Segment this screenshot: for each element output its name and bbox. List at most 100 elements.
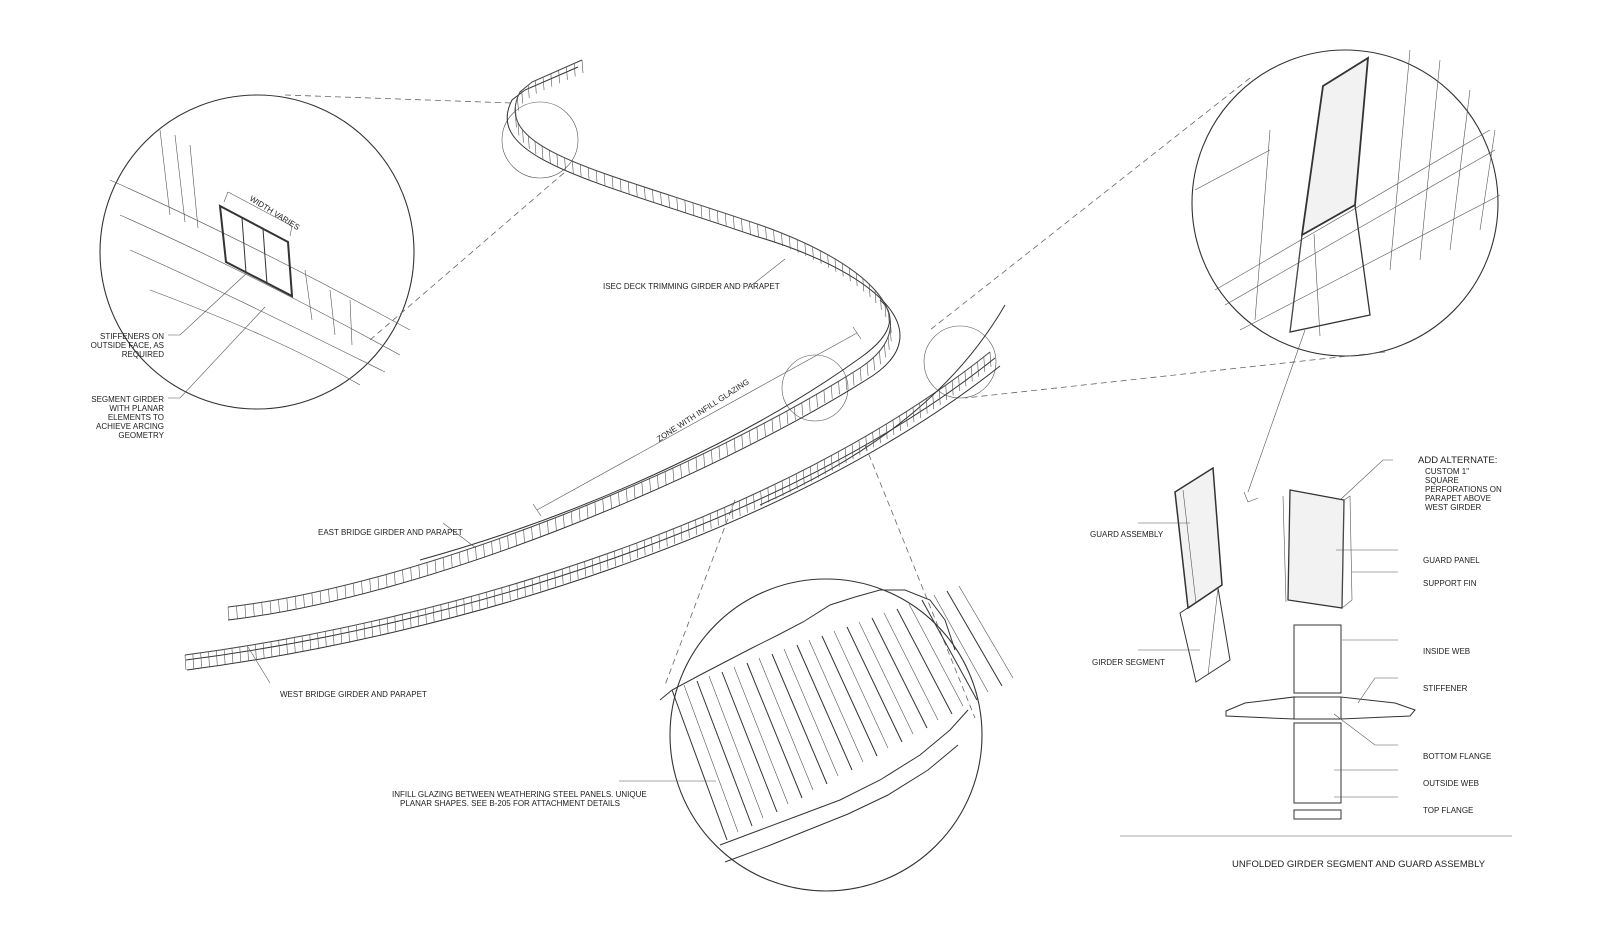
unfolded-assembly-title: UNFOLDED GIRDER SEGMENT AND GUARD ASSEMB… [1232, 859, 1486, 870]
east-parapet-panel [521, 90, 523, 104]
west-parapet-panel [591, 558, 594, 574]
girder-segment-part [1179, 587, 1231, 683]
east-parapet-panel [286, 597, 289, 611]
east-parapet-panel [549, 150, 551, 164]
unfolded-girder-segment [1225, 624, 1416, 820]
west-parapet-panel [509, 585, 511, 601]
glazing-panel-edge [683, 684, 739, 833]
guard-assembly-part [1174, 466, 1223, 610]
west-parapet-panel [837, 451, 840, 467]
east-parapet-panel [633, 485, 636, 499]
east-parapet-panel [586, 505, 589, 519]
east-parapet-panel [888, 311, 890, 325]
east-parapet-panel [278, 599, 280, 613]
west-parapet-panel [478, 594, 481, 610]
east-parapet-panel [336, 587, 339, 601]
east-parapet-panel [773, 229, 775, 243]
east-parapet-panel [344, 585, 347, 599]
east-parapet-panel [534, 141, 537, 155]
east-parapet-panel [660, 192, 662, 206]
west-bridge-girder-label: WEST BRIDGE GIRDER AND PARAPET [280, 690, 427, 699]
west-parapet-panel [731, 504, 734, 520]
glazing-panel-edge [871, 617, 928, 729]
east-parapet-panel [426, 562, 429, 576]
west-parapet-panel [865, 436, 868, 452]
east-parapet-panel [579, 164, 582, 178]
west-parapet-panel [379, 619, 381, 635]
west-parapet-panel [824, 459, 826, 475]
west-parapet-panel [932, 394, 935, 410]
west-parapet-panel [278, 640, 281, 656]
glazing-panel-edge [783, 648, 839, 777]
west-parapet-panel [844, 447, 847, 463]
east-parapet-panel [884, 303, 887, 318]
west-bridge-girder [184, 304, 1006, 671]
west-parapet-panel [958, 375, 960, 392]
east-parapet-panel [594, 501, 597, 515]
west-parapet-panel [717, 510, 719, 526]
west-parapet-panel [255, 644, 257, 660]
east-parapet-panel [880, 296, 882, 310]
west-parapet-panels [184, 351, 992, 671]
west-parapet-panel [788, 477, 791, 493]
west-parapet-panel [332, 629, 335, 645]
west-parapet-panel [417, 610, 420, 626]
east-parapet-panel [531, 526, 533, 540]
east-parapet-panel [641, 481, 644, 496]
east-parapet-panel [801, 402, 804, 416]
west-parapet-panel [879, 428, 881, 444]
west-parapet-panel [516, 583, 519, 599]
alternate-note-line5: WEST GIRDER [1425, 503, 1482, 512]
west-parapet-panel [348, 626, 350, 642]
east-parapet-panel [692, 202, 695, 216]
east-parapet-panel [619, 178, 622, 193]
outside-web-label: OUTSIDE WEB [1423, 779, 1479, 788]
east-parapet-panel [385, 574, 388, 588]
east-parapet-panel [724, 213, 727, 227]
west-parapet-panel [738, 500, 741, 516]
east-parapet-panel [467, 549, 469, 563]
west-parapet-panel [463, 598, 466, 614]
east-parapet-panel [294, 596, 297, 610]
east-parapet-panel [664, 471, 667, 485]
east-parapet-panel [644, 187, 646, 201]
projection-lines [284, 77, 1386, 719]
glazing-panel-edge [696, 680, 753, 827]
east-parapet-panel [764, 423, 766, 437]
east-parapet-panel [539, 523, 541, 537]
east-parapet-panel [523, 529, 525, 543]
add-alternate-label: ADD ALTERNATE: [1418, 455, 1497, 466]
east-parapet-panel [718, 446, 721, 460]
west-parapet-panel [599, 556, 601, 572]
west-parapet-panel [231, 648, 234, 664]
east-parapet-panel [726, 442, 728, 456]
west-parapet-panel [651, 537, 653, 553]
west-parapet-panel [977, 361, 979, 377]
east-bridge-girder-label: EAST BRIDGE GIRDER AND PARAPET [318, 528, 463, 537]
glazing-panel-edge [796, 644, 853, 771]
east-parapet-panel [602, 498, 605, 512]
west-parapet-panel [858, 440, 861, 456]
east-parapet-panel [781, 232, 783, 247]
width-varies-label: WIDTH VARIES [248, 194, 301, 232]
east-parapet-panel [733, 438, 736, 452]
east-parapet-panel [657, 475, 659, 489]
glazing-panel-edge [958, 585, 1014, 679]
east-parapet-panel [369, 578, 371, 592]
west-parapet-panel [746, 497, 748, 513]
west-parapet-panel [486, 592, 488, 608]
west-parapet-panel [402, 614, 404, 630]
west-parapet-panel [576, 564, 579, 580]
east-parapet-panel [522, 129, 524, 143]
segment-girder-label-line1: SEGMENT GIRDER [91, 395, 164, 404]
east-parapet-panel [319, 591, 322, 605]
east-parapet-panel [542, 77, 545, 91]
east-parapet-panel [572, 161, 574, 175]
east-parapet-panel [635, 184, 638, 198]
east-parapet-panel [418, 564, 421, 579]
west-parapet-panel [223, 649, 226, 665]
west-parapet-panel [621, 548, 624, 564]
east-parapet-panel [887, 336, 890, 350]
infill-glazing-label-line2: PLANAR SHAPES. SEE B-205 FOR ATTACHMENT … [400, 799, 620, 808]
east-parapet-panel [517, 97, 519, 111]
